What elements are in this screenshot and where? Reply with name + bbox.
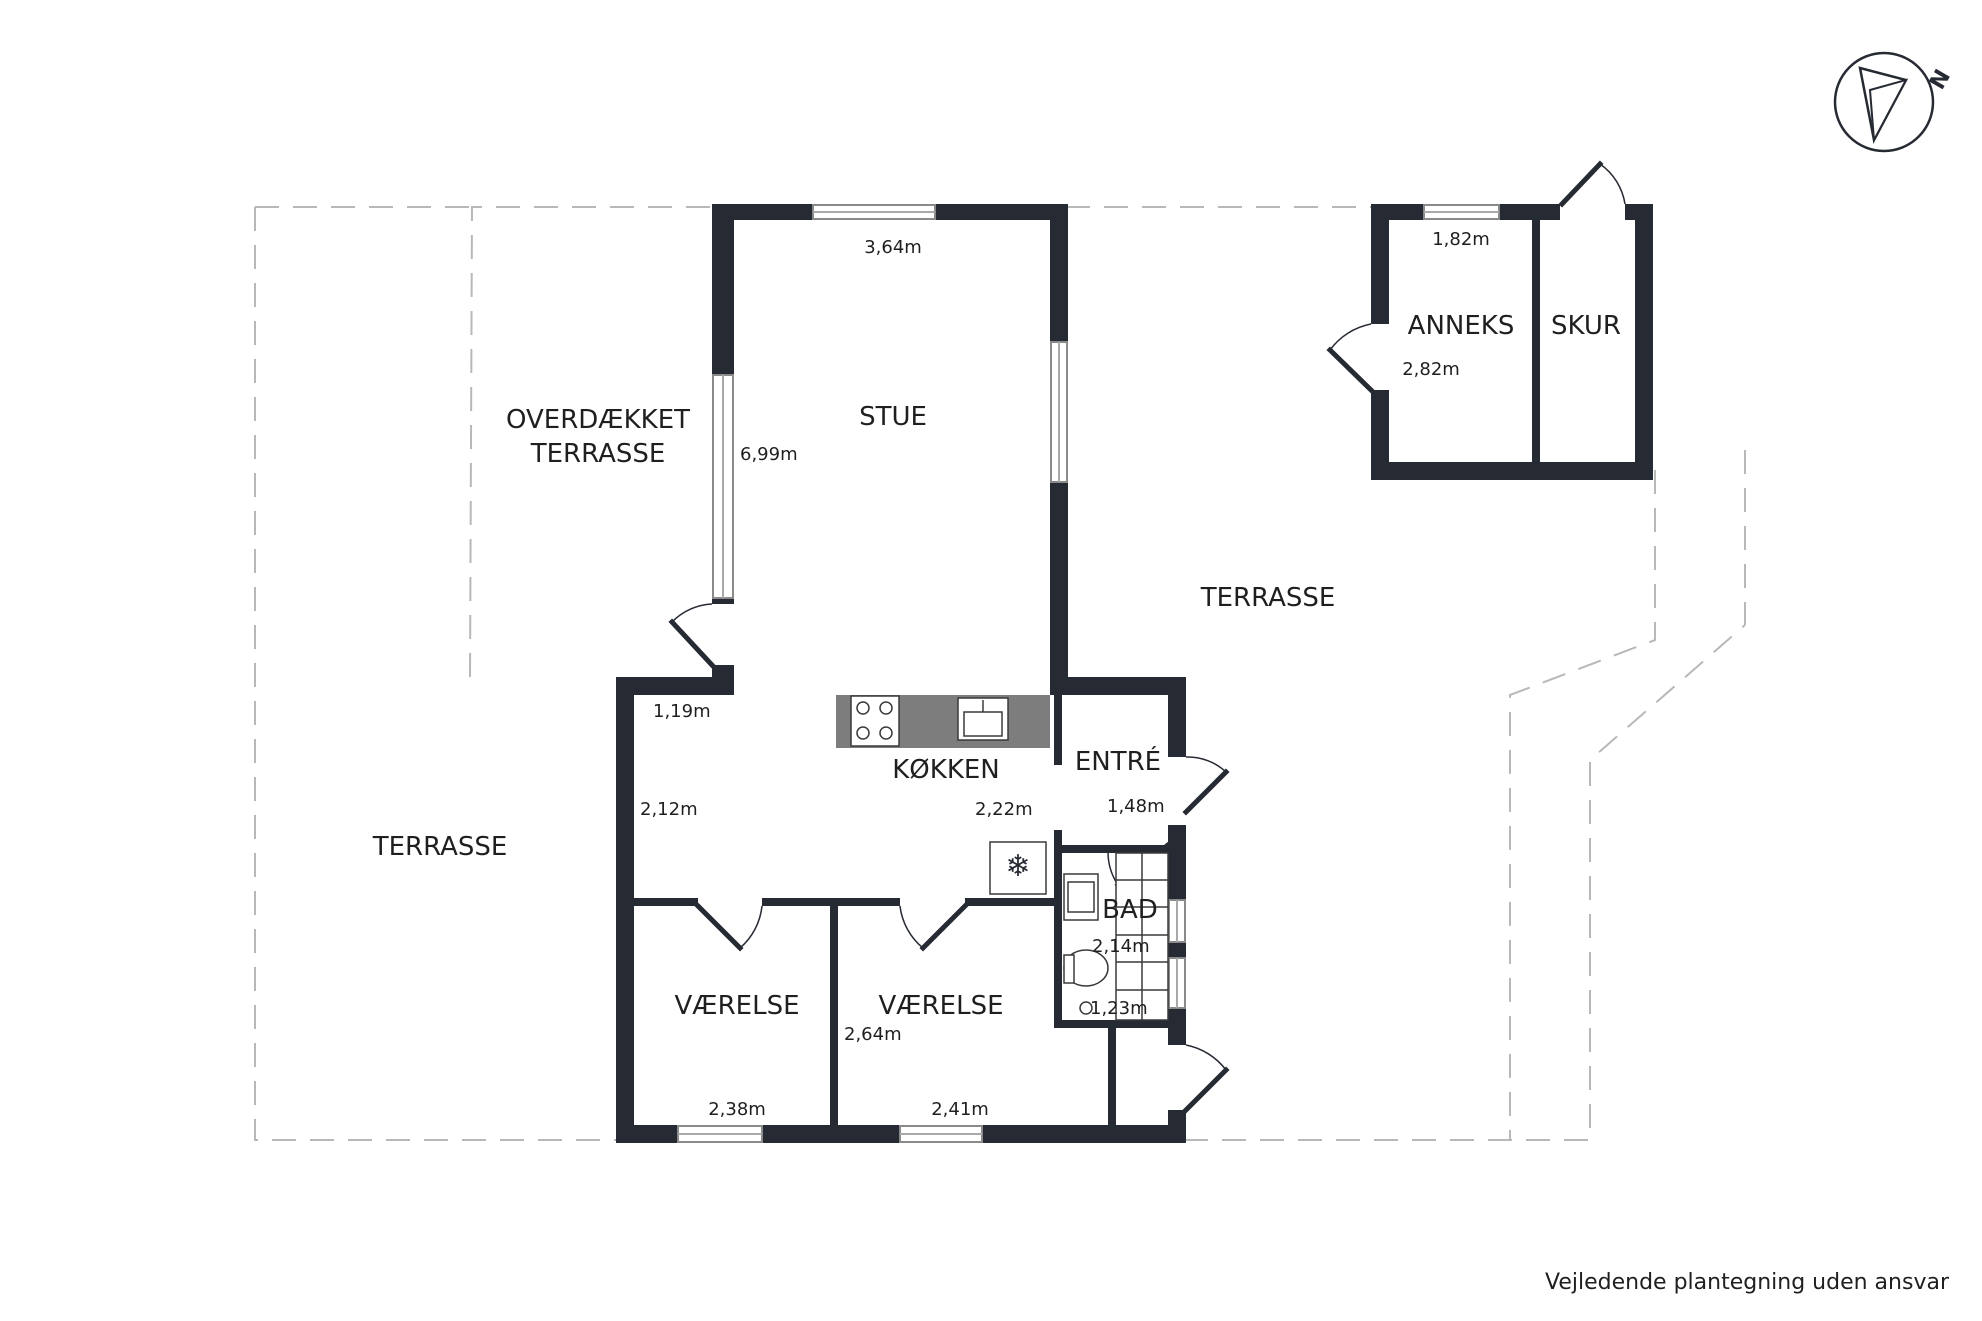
svg-text:❄: ❄ <box>1005 849 1030 884</box>
disclaimer-caption: Vejledende plantegning uden ansvar <box>1545 1270 1950 1295</box>
dim-vaerelse-right-depth: 2,64m <box>844 1024 902 1045</box>
room-labels: OVERDÆKKET TERRASSE STUE TERRASSE TERRAS… <box>372 311 1621 1021</box>
dim-stue-depth: 6,99m <box>740 444 798 465</box>
label-terrasse-west: TERRASSE <box>372 832 508 862</box>
bath-fixtures <box>1063 852 1169 1021</box>
compass-icon: N <box>1833 51 1956 153</box>
kitchen-fixtures: ❄ <box>836 695 1050 895</box>
label-stue: STUE <box>859 402 927 432</box>
label-entre: ENTRÉ <box>1075 745 1161 777</box>
dim-vaerelse-left-width: 2,38m <box>708 1099 766 1120</box>
label-overdaekket-terrasse-1: OVERDÆKKET <box>506 405 690 435</box>
compass-north-label: N <box>1925 66 1956 94</box>
label-bad: BAD <box>1102 895 1158 925</box>
dim-koekken-entry: 1,19m <box>653 701 711 722</box>
dim-vaerelse-right-width: 2,41m <box>931 1099 989 1120</box>
label-skur: SKUR <box>1551 311 1621 341</box>
dimension-labels: 3,64m 6,99m 1,82m 2,82m 1,19m 2,12m 2,22… <box>640 229 1490 1120</box>
dim-bad-depth: 2,14m <box>1092 936 1150 957</box>
label-vaerelse-right: VÆRELSE <box>878 991 1003 1021</box>
dim-koekken-width: 2,22m <box>975 799 1033 820</box>
dim-anneks-depth: 2,82m <box>1402 359 1460 380</box>
label-koekken: KØKKEN <box>892 755 1000 785</box>
terrace-outlines <box>254 206 1746 1141</box>
dim-koekken-depth: 2,12m <box>640 799 698 820</box>
bath-sink <box>1063 873 1099 921</box>
label-anneks: ANNEKS <box>1408 311 1515 341</box>
fridge <box>989 841 1047 895</box>
dim-entre-width: 1,48m <box>1107 796 1165 817</box>
dim-stue-width: 3,64m <box>864 237 922 258</box>
windows <box>677 204 1500 1143</box>
label-vaerelse-left: VÆRELSE <box>674 991 799 1021</box>
dim-anneks-width: 1,82m <box>1432 229 1490 250</box>
label-overdaekket-terrasse-2: TERRASSE <box>530 439 666 469</box>
dim-bad-width: 1,23m <box>1090 998 1148 1019</box>
annex-walls <box>1371 204 1653 480</box>
label-terrasse-east: TERRASSE <box>1200 583 1336 613</box>
